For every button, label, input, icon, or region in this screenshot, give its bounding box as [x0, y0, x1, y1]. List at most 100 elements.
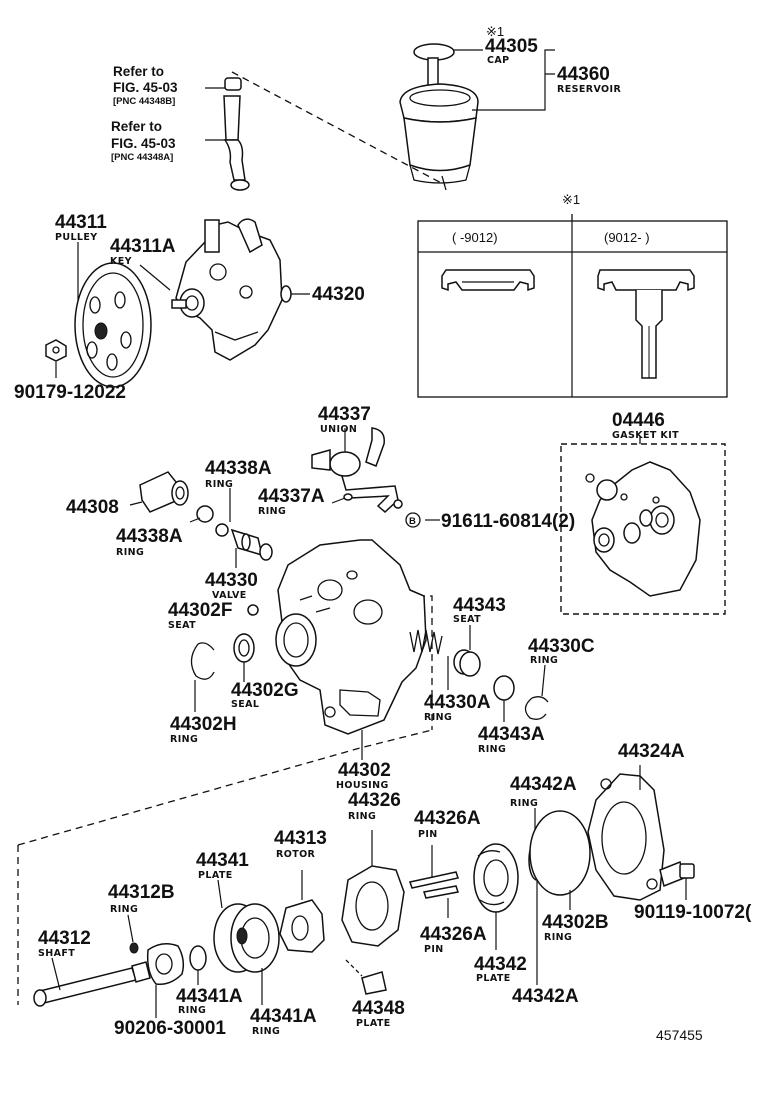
ref2-line3: [PNC 44348A] [111, 152, 173, 163]
sub-04446: GASKET KIT [612, 430, 679, 441]
sub-44343A: RING [478, 744, 506, 755]
sub-44342A-top: RING [510, 798, 538, 809]
cover-44324A [587, 773, 665, 901]
label-90206: 90206-30001 [114, 1018, 226, 1039]
label-44342A-bot: 44342A [512, 986, 579, 1007]
label-44338A-top: 44338A [205, 458, 272, 479]
label-44326A-top: 44326A [414, 808, 481, 829]
label-44311A: 44311A [110, 236, 176, 257]
ref1-line1: Refer to [113, 64, 164, 79]
ref2-line1: Refer to [111, 119, 162, 134]
sub-44326A-bot: PIN [424, 944, 444, 955]
sub-44348: PLATE [356, 1018, 391, 1029]
label-44343: 44343 [453, 595, 506, 616]
label-44337: 44337 [318, 404, 371, 425]
label-44360: 44360 [557, 64, 610, 85]
valve-plug-44308 [139, 471, 189, 513]
leader-44338A-bot [189, 517, 201, 523]
gasket-kit-box [560, 436, 726, 615]
plate-44341 [213, 903, 280, 973]
sub-44330A: RING [424, 712, 452, 723]
bolt-91611 [393, 499, 403, 509]
valve-44330 [230, 528, 273, 561]
label-44341A-left: 44341A [176, 986, 243, 1007]
inset-col-right: (9012- ) [604, 230, 650, 245]
sub-44302B: RING [544, 932, 572, 943]
leader-44360 [472, 49, 555, 111]
spring-44330A [409, 629, 443, 655]
sub-44341A-right: RING [252, 1026, 280, 1037]
sub-44312B: RING [110, 904, 138, 915]
sub-44338A-top: RING [205, 479, 233, 490]
reservoir-drawing [399, 43, 479, 191]
label-04446: 04446 [612, 410, 665, 431]
leader-44311A [139, 264, 171, 291]
dashed-leader-reservoir [231, 71, 446, 186]
seat-44343 [453, 649, 481, 677]
ring-44330C [524, 696, 549, 720]
label-44326: 44326 [348, 790, 401, 811]
ring-44326 [341, 865, 405, 947]
sub-44326A-top: PIN [418, 829, 438, 840]
badge-91611-text: B [409, 516, 416, 527]
sub-44360: RESERVOIR [557, 84, 621, 95]
label-44341: 44341 [196, 850, 249, 871]
sub-44305: CAP [487, 55, 510, 66]
sub-44330C: RING [530, 655, 558, 666]
label-44341A-right: 44341A [250, 1006, 317, 1027]
sub-44302H: RING [170, 734, 198, 745]
label-44337A: 44337A [258, 486, 325, 507]
label-44302H: 44302H [170, 714, 237, 735]
seal-44302G [233, 633, 255, 663]
inset-col-left: ( -9012) [452, 230, 498, 245]
pump-assembly-drawing [171, 218, 292, 361]
sub-44343: SEAT [453, 614, 481, 625]
leader-44312B [127, 914, 134, 943]
ref2-line2: FIG. 45-03 [111, 136, 176, 151]
sub-44342: PLATE [476, 973, 511, 984]
sub-44337A: RING [258, 506, 286, 517]
pulley-drawing [74, 262, 152, 388]
figure-number: 457455 [656, 1027, 703, 1043]
ring-44343A [493, 675, 515, 701]
plate-44348 [361, 971, 387, 995]
ring-44312B [129, 942, 139, 954]
label-44324A: 44324A [618, 741, 685, 762]
hose-drawing [223, 77, 250, 191]
bolt-90119 [659, 860, 695, 888]
sub-44313: ROTOR [276, 849, 316, 860]
sub-44326: RING [348, 811, 376, 822]
label-44305: 44305 [485, 36, 538, 57]
shaft-44312 [33, 961, 151, 1007]
label-44342A-top: 44342A [510, 774, 577, 795]
label-44308: 44308 [66, 497, 119, 518]
label-44312: 44312 [38, 928, 91, 949]
mark-44305: ※1 [486, 24, 504, 39]
leader-44341 [217, 879, 223, 909]
label-90179: 90179-12022 [14, 382, 126, 403]
nut-drawing [45, 339, 67, 362]
ring-44302H [190, 642, 215, 680]
badge-91611: B [405, 512, 421, 528]
ref1-line3: [PNC 44348B] [113, 96, 175, 107]
label-44302: 44302 [338, 760, 391, 781]
rotor-44313 [279, 899, 325, 953]
sub-44330: VALVE [212, 590, 247, 601]
label-44313: 44313 [274, 828, 327, 849]
sub-44312: SHAFT [38, 948, 75, 959]
leader-44348-dashed [345, 959, 363, 977]
sub-44302: HOUSING [336, 780, 389, 791]
seal-90206 [146, 943, 185, 986]
ref1-line2: FIG. 45-03 [113, 80, 178, 95]
label-44343A: 44343A [478, 724, 545, 745]
sub-44311: PULLEY [55, 232, 98, 243]
sub-44341: PLATE [198, 870, 233, 881]
label-44342: 44342 [474, 954, 527, 975]
seat-44302F [247, 604, 259, 616]
ring-44302B [529, 810, 591, 896]
label-44348: 44348 [352, 998, 405, 1019]
ring-44341A-left [189, 945, 207, 971]
ring-44338A [196, 505, 229, 537]
sub-44337: UNION [320, 424, 357, 435]
